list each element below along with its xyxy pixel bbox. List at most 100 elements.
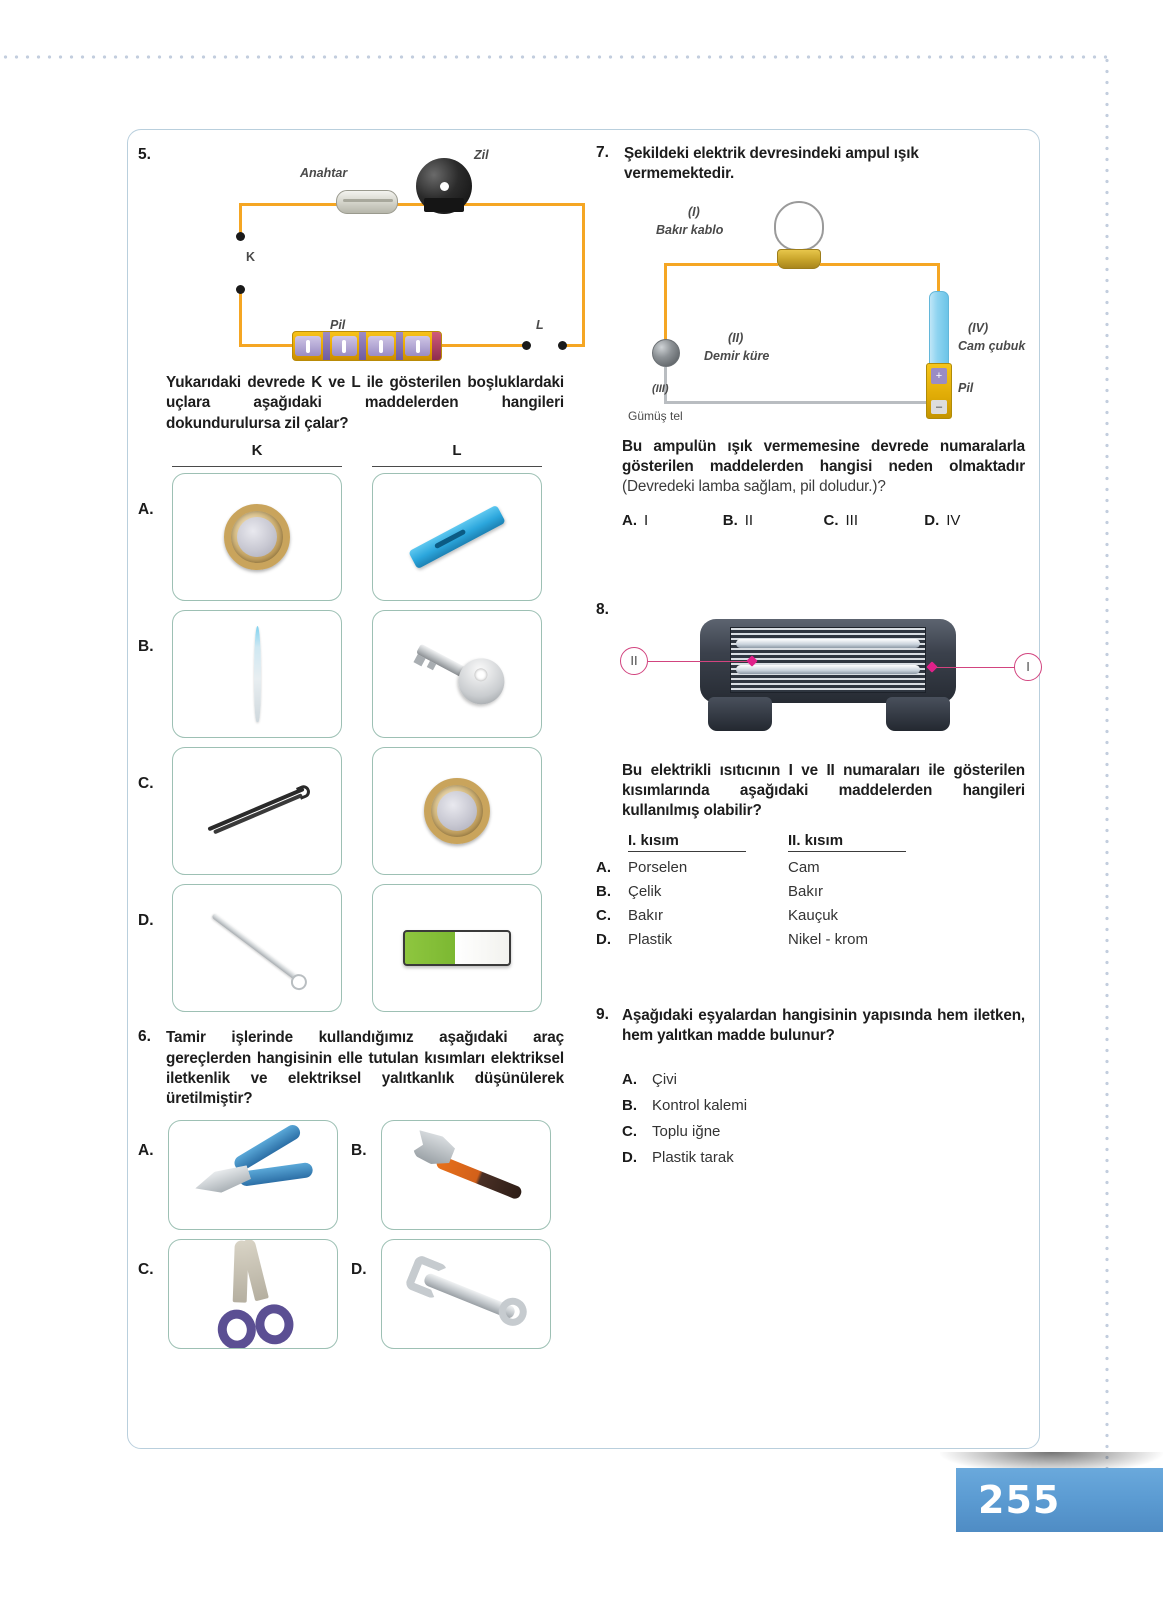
label-bakir-kablo: Bakır kablo bbox=[656, 222, 724, 237]
wire-left-7 bbox=[664, 262, 667, 351]
question-6-option-row: C. D. bbox=[138, 1238, 564, 1349]
question-6-option-c[interactable]: C. bbox=[138, 1238, 351, 1349]
wire-silver-bottom bbox=[664, 400, 926, 404]
label-zil: Zil bbox=[474, 148, 489, 162]
label-gumus-tel: Gümüş tel bbox=[628, 408, 683, 423]
option-d-image-cell[interactable] bbox=[381, 1238, 551, 1349]
questions-card: 5. Anahtar bbox=[127, 129, 1042, 1449]
option-letter: C. bbox=[622, 1122, 637, 1140]
option-value-kisim-2: Kauçuk bbox=[788, 907, 839, 925]
question-9-option-b[interactable]: B. Kontrol kalemi bbox=[622, 1097, 1025, 1114]
label-roman-2: (II) bbox=[728, 330, 744, 345]
question-5-option-row[interactable]: B. bbox=[138, 610, 564, 739]
option-d-k-cell[interactable] bbox=[172, 884, 342, 1013]
question-5-option-row[interactable]: D. bbox=[138, 884, 564, 1013]
question-8-table-header: I. kısım II. kısım bbox=[628, 832, 1025, 849]
option-a-image-cell[interactable] bbox=[168, 1119, 338, 1230]
option-letter: B. bbox=[138, 638, 154, 656]
option-c-image-cell[interactable] bbox=[168, 1238, 338, 1349]
battery-cell-cap bbox=[404, 335, 431, 357]
bulb-base bbox=[777, 248, 821, 269]
heater-element-tube bbox=[736, 664, 920, 674]
option-a-l-cell[interactable] bbox=[372, 473, 542, 602]
question-8-number: 8. bbox=[596, 600, 609, 618]
column-header-kisim-2: II. kısım bbox=[788, 831, 844, 849]
question-5-option-row[interactable]: A. bbox=[138, 473, 564, 602]
question-9-options: A. Çivi B. Kontrol kalemi C. Toplu iğne … bbox=[622, 1071, 1025, 1166]
option-letter: A. bbox=[622, 1070, 637, 1088]
option-text: Toplu iğne bbox=[652, 1122, 721, 1140]
option-letter: B. bbox=[722, 511, 738, 529]
hairpin-icon bbox=[207, 783, 313, 836]
option-b-image-cell[interactable] bbox=[381, 1119, 551, 1230]
callout-line-left bbox=[648, 660, 752, 663]
question-7-options: A.I B.II C.III D.IV bbox=[622, 512, 1025, 529]
option-c-l-cell[interactable] bbox=[372, 747, 542, 876]
bulb-glass bbox=[774, 200, 824, 251]
option-letter: D. bbox=[622, 1148, 637, 1166]
question-8-header-rules bbox=[628, 850, 1025, 853]
question-9-stem: Aşağıdaki eşyalardan hangisinin yapısınd… bbox=[622, 1007, 1025, 1045]
question-7-option-d[interactable]: D.IV bbox=[924, 512, 1025, 529]
question-8-option-row[interactable]: A. Porselen Cam bbox=[596, 859, 1025, 876]
option-b-k-cell[interactable] bbox=[172, 610, 342, 739]
question-6-option-a[interactable]: A. bbox=[138, 1119, 351, 1230]
label-anahtar: Anahtar bbox=[300, 166, 348, 180]
callout-line-right bbox=[936, 666, 1018, 669]
question-8-option-row[interactable]: C. Bakır Kauçuk bbox=[596, 907, 1025, 924]
wire-bottom-right bbox=[560, 344, 585, 347]
question-7-circuit-figure: (I) Bakır kablo (IV) Cam çubuk + – bbox=[606, 191, 1025, 431]
question-6-stem: Tamir işlerinde kullandığımız aşağıdaki … bbox=[166, 1029, 564, 1108]
question-9: 9. Aşağıdaki eşyalardan hangisinin yapıs… bbox=[596, 1006, 1025, 1166]
node-l-left bbox=[522, 341, 531, 350]
iron-ball-component bbox=[652, 338, 680, 367]
rule-kisim-2 bbox=[788, 850, 906, 853]
question-9-option-a[interactable]: A. Çivi bbox=[622, 1071, 1025, 1088]
option-letter: B. bbox=[351, 1141, 367, 1159]
question-5-header-rules bbox=[172, 466, 564, 468]
question-7-stem-2-bold: Bu ampulün ışık vermemesine devrede numa… bbox=[622, 437, 1025, 476]
scissors-icon bbox=[200, 1239, 306, 1348]
page-border-dotted-top bbox=[0, 55, 1110, 59]
question-7-stem: Şekildeki elektrik devresindeki ampul ış… bbox=[624, 145, 919, 183]
question-5-option-row[interactable]: C. bbox=[138, 747, 564, 876]
question-5-circuit-figure: Anahtar Zil K Pil bbox=[144, 146, 585, 361]
question-7-stem-2-thin: (Devredeki lamba sağlam, pil doludur.)? bbox=[622, 478, 886, 496]
node-k-top bbox=[236, 232, 245, 241]
question-9-option-d[interactable]: D. Plastik tarak bbox=[622, 1149, 1025, 1166]
option-letter: C. bbox=[596, 907, 611, 925]
option-d-l-cell[interactable] bbox=[372, 884, 542, 1013]
battery-pack bbox=[292, 331, 442, 361]
option-letter: C. bbox=[138, 775, 154, 793]
question-7-option-b[interactable]: B.II bbox=[723, 512, 824, 529]
column-header-l: L bbox=[452, 442, 462, 460]
coin-icon bbox=[424, 778, 490, 845]
heater-foot-right bbox=[886, 696, 950, 731]
node-l-right bbox=[558, 341, 567, 350]
needle-icon bbox=[253, 626, 261, 723]
clothespin-icon bbox=[408, 505, 506, 570]
question-8-option-row[interactable]: B. Çelik Bakır bbox=[596, 883, 1025, 900]
question-8-option-row[interactable]: D. Plastik Nikel - krom bbox=[596, 931, 1025, 948]
option-text: Plastik tarak bbox=[652, 1148, 734, 1166]
eraser-icon bbox=[403, 930, 511, 967]
question-9-number: 9. bbox=[596, 1006, 609, 1024]
option-b-l-cell[interactable] bbox=[372, 610, 542, 739]
question-7-option-a[interactable]: A.I bbox=[622, 512, 723, 529]
option-c-k-cell[interactable] bbox=[172, 747, 342, 876]
question-6-option-b[interactable]: B. bbox=[351, 1119, 564, 1230]
question-6-options: A. B. bbox=[138, 1119, 564, 1349]
option-a-k-cell[interactable] bbox=[172, 473, 342, 602]
option-letter: C. bbox=[823, 511, 839, 529]
key-icon bbox=[401, 625, 514, 723]
question-5-stem: Yukarıdaki devrede K ve L ile gösterilen… bbox=[166, 374, 564, 432]
page-number-tab: 255 bbox=[956, 1468, 1163, 1532]
option-letter: D. bbox=[596, 931, 611, 949]
option-text: I bbox=[644, 511, 649, 529]
hammer-icon bbox=[397, 1120, 534, 1229]
option-letter: A. bbox=[138, 501, 154, 519]
question-9-option-c[interactable]: C. Toplu iğne bbox=[622, 1123, 1025, 1140]
wire-top-left-7 bbox=[664, 262, 778, 266]
question-7-option-c[interactable]: C.III bbox=[824, 512, 925, 529]
question-6-option-d[interactable]: D. bbox=[351, 1238, 564, 1349]
